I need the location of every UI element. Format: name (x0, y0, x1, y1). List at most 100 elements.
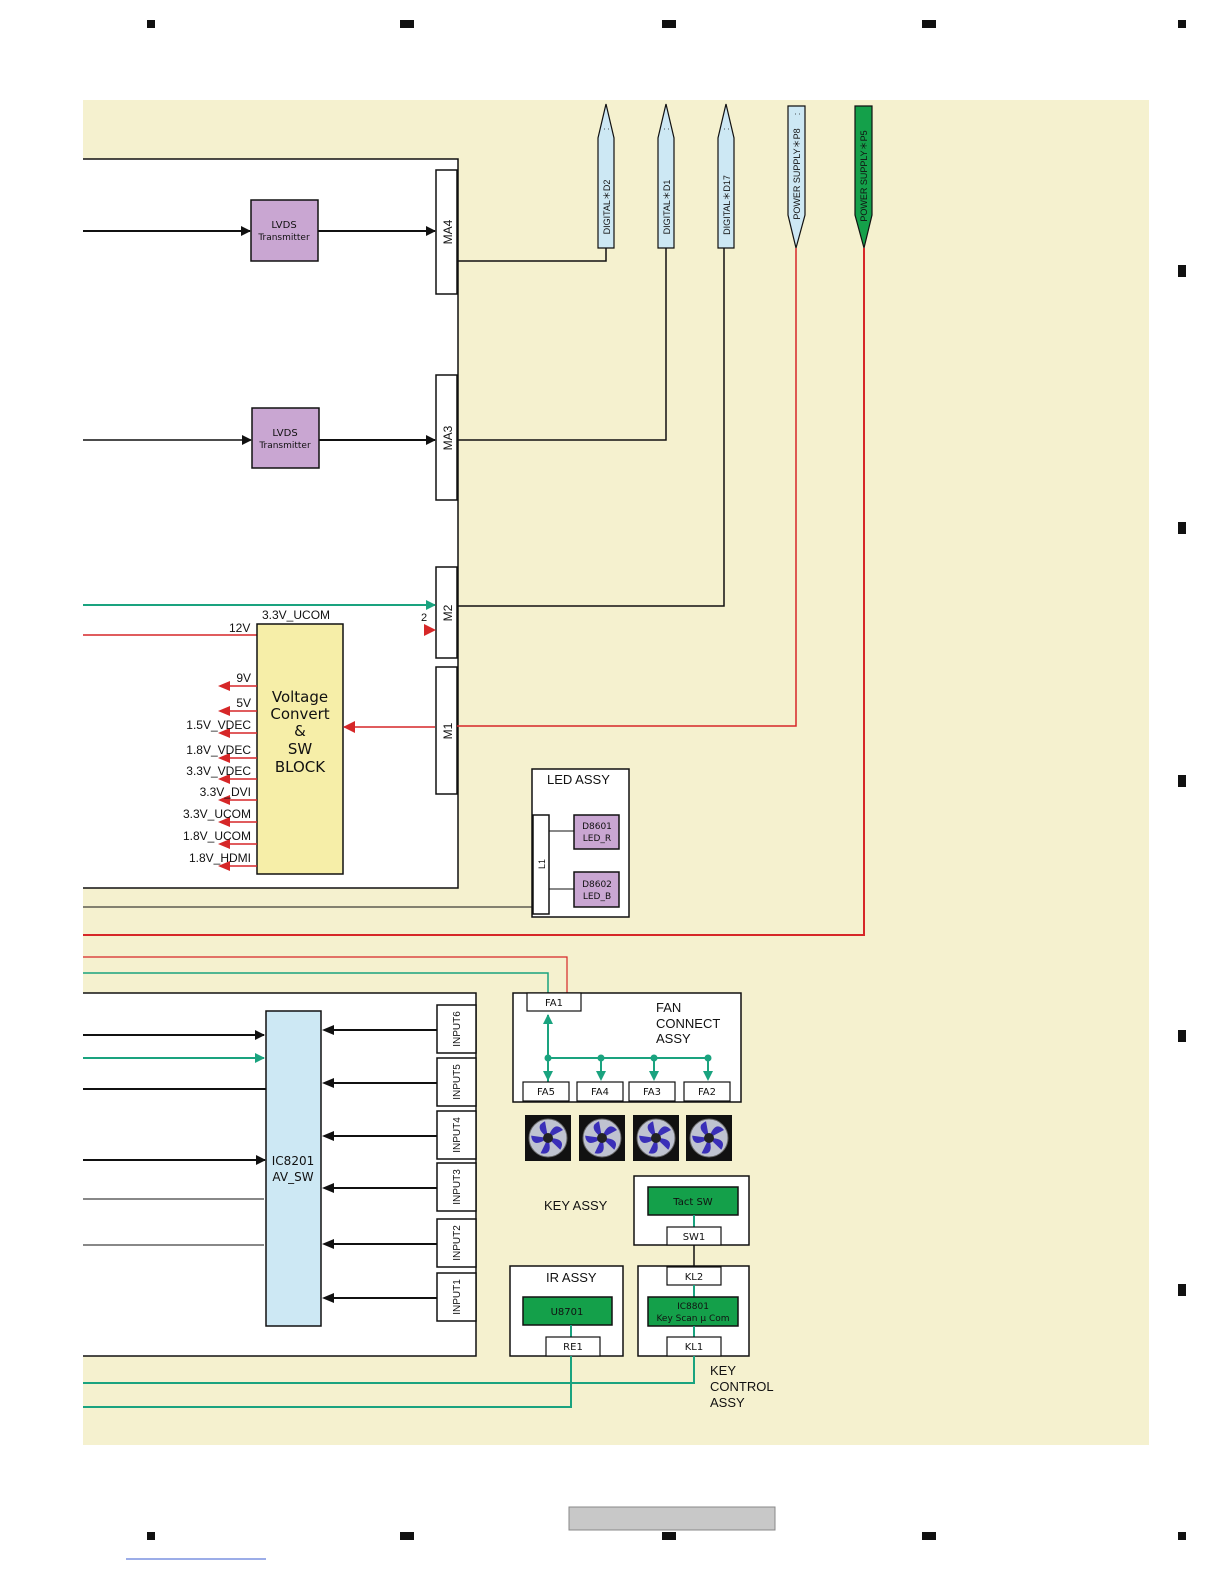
voltage-convert-block (256, 623, 344, 875)
voltage-output-label: 3.3V_VDEC (186, 764, 251, 778)
key-control-title2: CONTROL (710, 1379, 774, 1394)
ir-assy-title: IR ASSY (546, 1270, 597, 1285)
led-assy-title: LED ASSY (547, 772, 610, 787)
fan-port-label: FA4 (591, 1087, 609, 1098)
offpage-digital-d1: : DIGITAL＊D1 (657, 103, 675, 249)
svg-text:RE1: RE1 (563, 1342, 583, 1353)
lvds-transmitter-bottom (251, 407, 320, 469)
voltage-line1: Voltage (272, 688, 328, 706)
svg-text:LED_R: LED_R (583, 834, 611, 844)
lvds-bottom-line2: Transmitter (258, 441, 311, 451)
connector-ma3 (435, 374, 458, 501)
offpage-digital-d2: : DIGITAL＊D2 (597, 103, 615, 249)
voltage-line5: BLOCK (275, 758, 326, 776)
offpage-p5-label: POWER SUPPLY＊P5 (859, 130, 869, 221)
voltage-12v-label: 12V (229, 621, 250, 635)
offpage-d17-label: DIGITAL＊D17 (722, 175, 732, 235)
key-assy-title: KEY ASSY (544, 1198, 608, 1213)
voltage-line3: & (294, 722, 306, 740)
svg-text:LED_B: LED_B (583, 892, 611, 902)
svg-text::: : (601, 128, 611, 131)
svg-text::: : (661, 128, 671, 131)
input-connector (436, 1004, 477, 1054)
lvds-top-line1: LVDS (271, 220, 296, 231)
av-sw-line1: IC8201 (272, 1154, 314, 1168)
voltage-output-label: 3.3V_UCOM (183, 807, 251, 821)
offpage-d1-label: DIGITAL＊D1 (662, 180, 672, 235)
input-connector-label: INPUT4 (452, 1117, 463, 1153)
voltage-output-label: 3.3V_DVI (200, 785, 251, 799)
fan-assy-title3: ASSY (656, 1031, 691, 1046)
lvds-bottom-line1: LVDS (272, 428, 297, 439)
input-connector-label: INPUT3 (452, 1169, 463, 1205)
input-connector (436, 1162, 477, 1212)
fan-port (628, 1081, 676, 1102)
voltage-output-label: 1.8V_HDMI (189, 851, 251, 865)
fan-port-label: FA2 (698, 1087, 716, 1098)
fan-port-label: FA3 (643, 1087, 661, 1098)
registration-marks (147, 20, 1186, 1540)
offpage-d2-label: DIGITAL＊D2 (602, 180, 612, 235)
svg-text:Key Scan μ Com: Key Scan μ Com (656, 1314, 729, 1324)
voltage-output-label: 9V (236, 671, 251, 685)
key-scan-chip (647, 1296, 739, 1327)
svg-text:FA1: FA1 (545, 998, 563, 1009)
input-connector-label: INPUT2 (452, 1225, 463, 1261)
input-connector (436, 1272, 477, 1322)
page-footer-bar (568, 1506, 776, 1531)
voltage-output-list: 9V5V1.5V_VDEC1.8V_VDEC3.3V_VDEC3.3V_DVI3… (183, 671, 257, 871)
fan-connector-fa1 (526, 992, 582, 1012)
voltage-output-label: 1.8V_UCOM (183, 829, 251, 843)
lvds-top-line2: Transmitter (257, 233, 310, 243)
connector-ma4-label: MA4 (441, 219, 455, 244)
ir-receiver-chip (522, 1296, 613, 1326)
svg-text::: : (721, 128, 731, 131)
tact-switch-chip (647, 1186, 739, 1216)
fan-icon (579, 1115, 625, 1161)
m2-pin-label: 2 (421, 612, 427, 624)
led-r-chip (573, 814, 620, 850)
fan-assy-title1: FAN (656, 1000, 681, 1015)
svg-text:D8601: D8601 (582, 822, 612, 832)
led-connector-l1 (532, 814, 550, 915)
connector-m2 (435, 566, 458, 659)
fan-icon (525, 1115, 571, 1161)
av-sw-line2: AV_SW (272, 1170, 313, 1184)
input-connector (436, 1218, 477, 1268)
fan-port (683, 1081, 731, 1102)
fan-port (522, 1081, 570, 1102)
fan-port (576, 1081, 624, 1102)
main-board-outline (83, 158, 459, 889)
voltage-top-label: 3.3V_UCOM (262, 608, 330, 622)
ir-connector-re1 (545, 1336, 601, 1357)
connector-ma4 (435, 169, 458, 295)
fan-assy-title2: CONNECT (656, 1016, 720, 1031)
voltage-line4: SW (288, 740, 313, 758)
fan-port-list: FA5 FA4 FA3 FA2 (522, 1054, 732, 1161)
svg-text:IC8801: IC8801 (677, 1302, 709, 1312)
connector-m1 (435, 666, 458, 795)
key-control-title1: KEY (710, 1363, 736, 1378)
svg-text::: : (792, 113, 802, 116)
fan-icon (633, 1115, 679, 1161)
input-connector-label: INPUT1 (452, 1279, 463, 1315)
led-connector-l1-label: L1 (537, 859, 547, 869)
fan-port-label: FA5 (537, 1087, 555, 1098)
connector-m2-label: M2 (441, 604, 455, 621)
svg-text:Tact SW: Tact SW (672, 1197, 713, 1208)
led-b-chip (573, 871, 620, 908)
svg-text:U8701: U8701 (551, 1307, 584, 1318)
svg-text:D8602: D8602 (582, 880, 612, 890)
offpage-digital-d17: : DIGITAL＊D17 (717, 103, 735, 249)
svg-text:KL1: KL1 (685, 1342, 704, 1353)
offpage-power-supply-p5: POWER SUPPLY＊P5 (854, 105, 873, 249)
av-sw-chip (265, 1010, 322, 1327)
input-connector-label: INPUT5 (452, 1064, 463, 1100)
connector-ma3-label: MA3 (441, 425, 455, 450)
voltage-output-label: 1.8V_VDEC (186, 743, 251, 757)
svg-text:KL2: KL2 (685, 1272, 704, 1283)
fan-icon (686, 1115, 732, 1161)
connector-m1-label: M1 (441, 722, 455, 739)
input-connector (436, 1110, 477, 1160)
